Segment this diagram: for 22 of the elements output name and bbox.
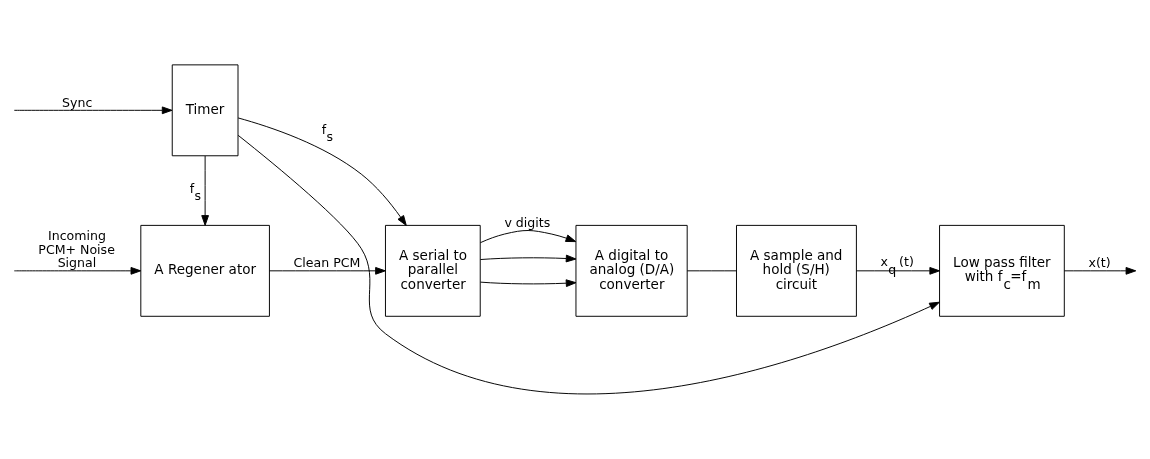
arrow xyxy=(237,134,940,395)
arrow xyxy=(479,230,577,244)
node-box: A sample and hold (S/H) circuit xyxy=(736,224,857,317)
arrow xyxy=(201,155,209,226)
arrow xyxy=(269,266,386,275)
edge-label: v digits xyxy=(504,214,551,230)
connector xyxy=(686,270,737,272)
arrow xyxy=(479,279,577,288)
node-box: A digital to analog (D/A) converter xyxy=(575,224,688,317)
arrow xyxy=(1063,266,1137,275)
node-box: A serial to parallel converter xyxy=(385,224,481,317)
edge-label: Clean PCM xyxy=(293,255,361,271)
edge-label: Incoming PCM+ Noise Signal xyxy=(38,228,115,271)
arrow xyxy=(237,117,407,226)
arrow xyxy=(13,266,142,275)
arrow xyxy=(13,106,173,115)
arrow xyxy=(479,254,577,263)
node-box: Timer xyxy=(171,64,239,157)
arrow xyxy=(856,266,941,275)
node-box: A Regener ator xyxy=(140,224,270,317)
edge-label: Sync xyxy=(62,94,93,110)
edge-label: x(t) xyxy=(1088,255,1111,271)
